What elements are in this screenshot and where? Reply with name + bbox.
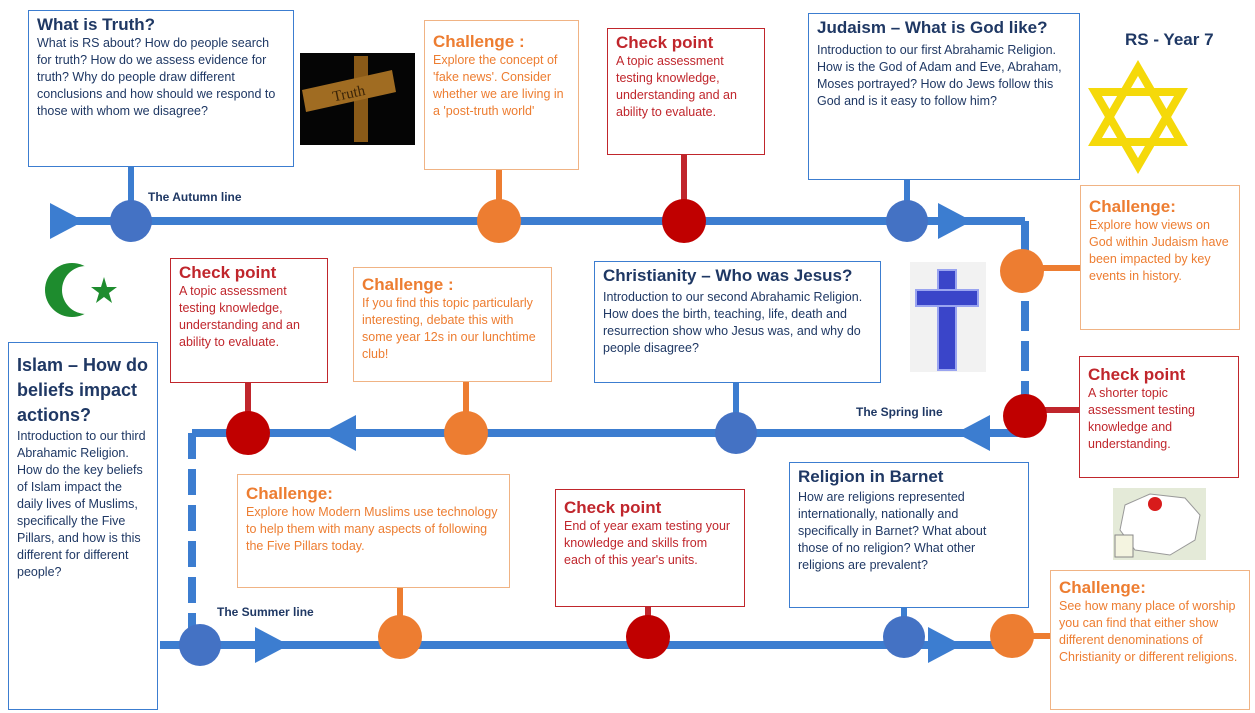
topic-box-barnet: Religion in Barnet How are religions rep… [789, 462, 1029, 608]
autumn-track [50, 217, 1029, 410]
checkpoint-marker-spring-right [1003, 394, 1047, 438]
arrow-right-icon [255, 627, 289, 663]
topic-title: Islam – How do beliefs impact actions? [17, 355, 149, 425]
topic-box-truth: What is Truth? What is RS about? How do … [28, 10, 294, 167]
topic-text: What is RS about? How do people search f… [37, 36, 276, 118]
challenge-marker-spring [444, 411, 488, 455]
checkpoint-marker-spring-left [226, 411, 270, 455]
challenge-text: If you find this topic particularly inte… [362, 296, 536, 361]
star-of-david-icon [1088, 60, 1188, 174]
topic-text: Introduction to our second Abrahamic Rel… [603, 290, 863, 355]
checkpoint-marker-summer [626, 615, 670, 659]
topic-title: Christianity – Who was Jesus? [603, 266, 853, 285]
barnet-map-image [1113, 488, 1206, 560]
challenge-title: Challenge: [246, 484, 333, 503]
arrow-left-icon [956, 415, 990, 451]
checkpoint-text: A shorter topic assessment testing knowl… [1088, 386, 1195, 451]
topic-box-christianity: Christianity – Who was Jesus? Introducti… [594, 261, 881, 383]
checkpoint-box-spring-left: Check point A topic assessment testing k… [170, 258, 328, 383]
crescent-star-icon [45, 263, 117, 317]
checkpoint-title: Check point [179, 263, 277, 282]
topic-marker-christianity [715, 412, 757, 454]
topic-title: Religion in Barnet [798, 467, 944, 486]
challenge-box-islam: Challenge: Explore how Modern Muslims us… [237, 474, 510, 588]
challenge-text: Explore the concept of 'fake news'. Cons… [433, 53, 564, 118]
challenge-marker-barnet [990, 614, 1034, 658]
topic-text: How are religions represented internatio… [798, 490, 987, 572]
page-title: RS - Year 7 [1125, 30, 1214, 49]
checkpoint-box-spring-right: Check point A shorter topic assessment t… [1079, 356, 1239, 478]
topic-title: What is Truth? [37, 15, 156, 34]
challenge-title: Challenge: [1089, 197, 1176, 216]
challenge-title: Challenge: [1059, 578, 1146, 597]
challenge-box-barnet: Challenge: See how many place of worship… [1050, 570, 1250, 710]
arrow-right-icon [938, 203, 972, 239]
topic-box-judaism: Judaism – What is God like? Introduction… [808, 13, 1080, 180]
challenge-marker-islam [378, 615, 422, 659]
topic-marker-islam [179, 624, 221, 666]
topic-text: Introduction to our first Abrahamic Reli… [817, 43, 1062, 108]
checkpoint-box-summer: Check point End of year exam testing you… [555, 489, 745, 607]
arrow-right-icon [928, 627, 962, 663]
truth-sign-image: Truth [300, 53, 415, 145]
topic-title: Judaism – What is God like? [817, 18, 1048, 37]
checkpoint-text: A topic assessment testing knowledge, un… [179, 284, 300, 349]
topic-marker-barnet [883, 616, 925, 658]
summer-line-label: The Summer line [217, 605, 314, 619]
challenge-box-autumn: Challenge : Explore the concept of 'fake… [424, 20, 579, 170]
checkpoint-text: A topic assessment testing knowledge, un… [616, 54, 737, 119]
challenge-box-judaism: Challenge: Explore how views on God with… [1080, 185, 1240, 330]
challenge-marker-judaism [1000, 249, 1044, 293]
challenge-text: Explore how views on God within Judaism … [1089, 218, 1229, 283]
challenge-title: Challenge : [362, 275, 454, 294]
checkpoint-text: End of year exam testing your knowledge … [564, 519, 731, 567]
checkpoint-title: Check point [1088, 365, 1186, 384]
challenge-text: Explore how Modern Muslims use technolog… [246, 505, 498, 553]
autumn-line-label: The Autumn line [148, 190, 242, 204]
challenge-box-spring: Challenge : If you find this topic parti… [353, 267, 552, 382]
topic-marker-judaism [886, 200, 928, 242]
checkpoint-title: Check point [616, 33, 714, 52]
checkpoint-title: Check point [564, 498, 662, 517]
topic-box-islam: Islam – How do beliefs impact actions? I… [8, 342, 158, 710]
truth-sign-text: Truth [331, 83, 367, 106]
cross-icon [910, 262, 986, 372]
checkpoint-marker-autumn [662, 199, 706, 243]
arrow-right-icon [50, 203, 84, 239]
challenge-marker-autumn [477, 199, 521, 243]
topic-marker-truth [110, 200, 152, 242]
challenge-title: Challenge : [433, 32, 525, 51]
spring-line-label: The Spring line [856, 405, 943, 419]
checkpoint-box-autumn: Check point A topic assessment testing k… [607, 28, 765, 155]
arrow-left-icon [322, 415, 356, 451]
topic-text: Introduction to our third Abrahamic Reli… [17, 429, 146, 579]
challenge-text: See how many place of worship you can fi… [1059, 599, 1238, 664]
